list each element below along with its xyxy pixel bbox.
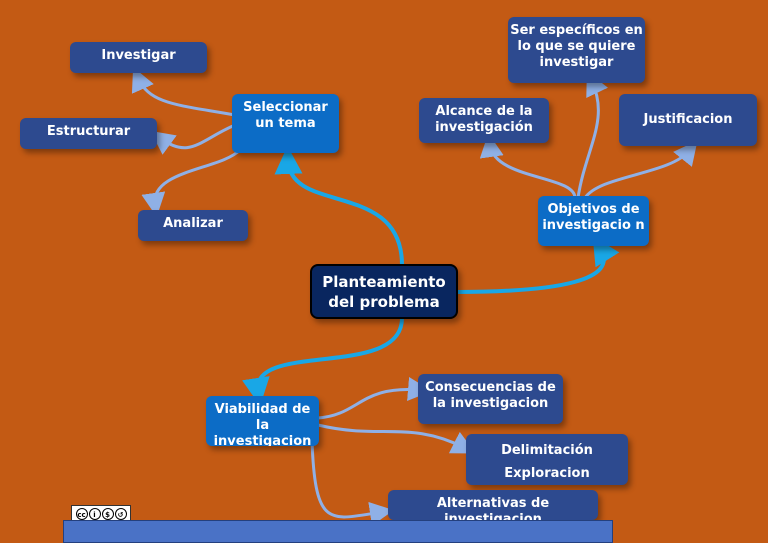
- node-estructurar[interactable]: Estructurar: [20, 118, 157, 149]
- node-label: Investigar: [101, 48, 176, 63]
- link-viabilidad-alternativas: [310, 439, 394, 526]
- node-label: Analizar: [163, 216, 223, 231]
- link-objetivos-alcance: [479, 133, 577, 199]
- node-analizar[interactable]: Analizar: [138, 210, 248, 241]
- node-consecuencias[interactable]: Consecuencias de la investigacion: [418, 374, 563, 424]
- node-especificos[interactable]: Ser específicos en lo que se quiere inve…: [508, 17, 645, 83]
- node-label: Delimitación: [501, 443, 593, 458]
- sa-icon: ↺: [114, 507, 127, 520]
- link-seleccionar-investigar: [131, 67, 236, 117]
- node-label: Alcance de la investigación: [435, 104, 533, 135]
- link-viabilidad-delimitacion: [317, 423, 476, 454]
- node-label: Seleccionar un tema: [243, 100, 328, 131]
- node-label: Viabilidad de la investigacion: [213, 402, 312, 446]
- creative-commons-icon[interactable]: cc i $ ↺: [71, 505, 131, 522]
- node-label: Alternativas de investigacion: [436, 496, 550, 520]
- node-viabilidad[interactable]: Viabilidad de la investigacion: [206, 396, 319, 446]
- node-label: Consecuencias de la investigacion: [425, 380, 556, 411]
- node-label-2: Exploracion: [504, 466, 590, 481]
- by-icon: i: [88, 507, 101, 520]
- link-viabilidad-consecuencias: [317, 377, 432, 420]
- link-root-viabilidad: [242, 317, 404, 406]
- root-label: Planteamiento del problema: [322, 272, 446, 311]
- node-investigar[interactable]: Investigar: [70, 42, 207, 73]
- link-root-objetivos: [454, 236, 620, 294]
- node-justificacion[interactable]: Justificacion: [619, 94, 757, 146]
- node-alternativas[interactable]: Alternativas de investigacion: [388, 490, 598, 520]
- cc-icon: cc: [75, 507, 88, 520]
- node-seleccionar-tema[interactable]: Seleccionar un tema: [232, 94, 339, 153]
- node-alcance[interactable]: Alcance de la investigación: [419, 98, 549, 143]
- node-delimitacion[interactable]: Delimitación Exploracion: [466, 434, 628, 485]
- link-objetivos-justificacion: [583, 140, 698, 199]
- link-objetivos-especificos: [576, 71, 608, 199]
- root-node[interactable]: Planteamiento del problema: [310, 264, 458, 319]
- link-seleccionar-estructurar: [150, 123, 236, 155]
- footer-bar: [63, 520, 613, 543]
- node-label: Objetivos de investigacio n: [542, 202, 645, 233]
- nc-icon: $: [101, 507, 114, 520]
- node-label: Justificacion: [643, 112, 733, 127]
- node-objetivos[interactable]: Objetivos de investigacio n: [538, 196, 649, 246]
- node-label: Ser específicos en lo que se quiere inve…: [510, 23, 643, 70]
- link-root-seleccionar: [274, 146, 404, 266]
- link-seleccionar-analizar: [141, 148, 242, 217]
- node-label: Estructurar: [46, 124, 131, 139]
